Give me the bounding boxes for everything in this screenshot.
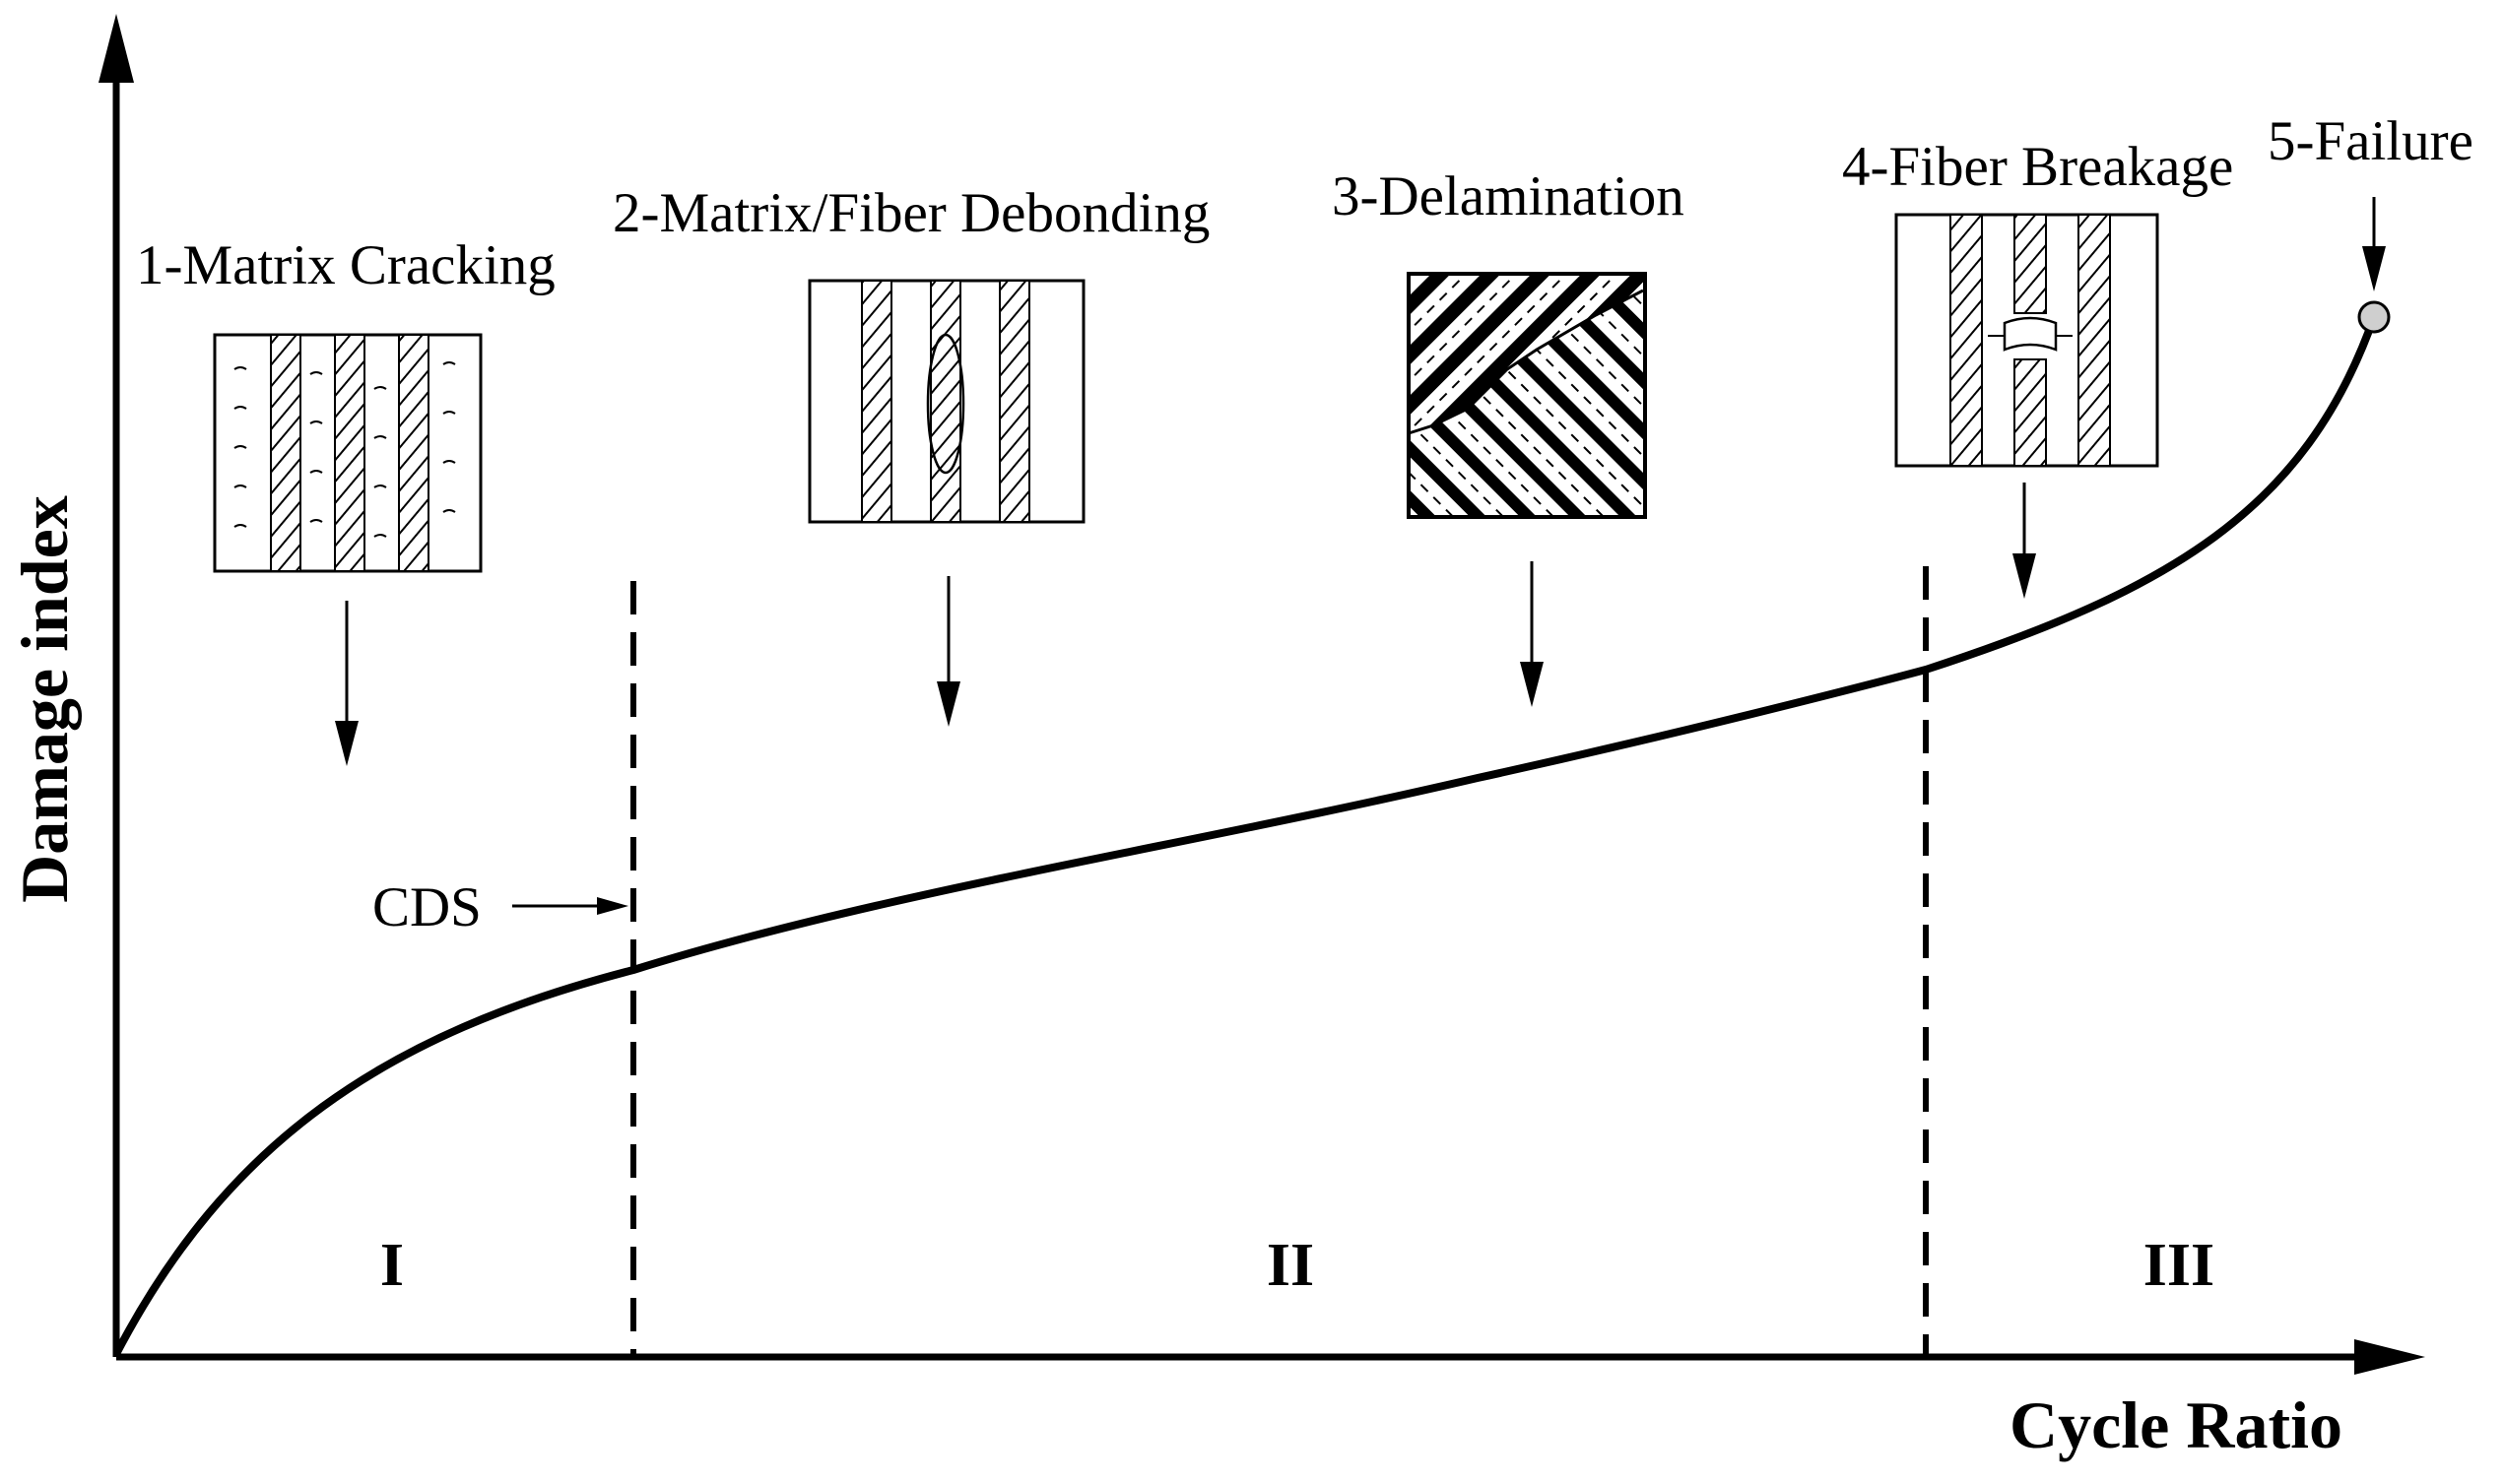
axes bbox=[99, 14, 2425, 1375]
x-axis-arrowhead bbox=[2354, 1339, 2425, 1375]
y-axis-arrowhead bbox=[99, 14, 134, 83]
delamination-illustration bbox=[1407, 272, 1647, 707]
x-axis-label: Cycle Ratio bbox=[2010, 1387, 2342, 1462]
stage-label-matrix-cracking: 1-Matrix Cracking bbox=[136, 234, 556, 296]
failure-arrow bbox=[2362, 197, 2386, 291]
region-label-i: I bbox=[380, 1232, 404, 1299]
stage-label-failure: 5-Failure bbox=[2268, 110, 2473, 172]
region-label-ii: II bbox=[1267, 1232, 1314, 1299]
stage-label-debonding: 2-Matrix/Fiber Debonding bbox=[613, 182, 1210, 244]
cds-arrowhead bbox=[597, 897, 628, 915]
matrix-cracking-illustration bbox=[213, 333, 483, 766]
stage-label-fiber-breakage: 4-Fiber Breakage bbox=[1842, 136, 2233, 198]
region-label-iii: III bbox=[2143, 1232, 2214, 1299]
y-axis-label: Damage index bbox=[7, 495, 82, 903]
cds-label: CDS bbox=[372, 876, 482, 938]
fiber-breakage-illustration bbox=[1894, 213, 2159, 599]
damage-curve bbox=[112, 315, 2378, 1356]
stage-label-delamination: 3-Delamination bbox=[1332, 165, 1684, 227]
failure-point-marker bbox=[2357, 300, 2391, 334]
debonding-illustration bbox=[808, 279, 1086, 727]
